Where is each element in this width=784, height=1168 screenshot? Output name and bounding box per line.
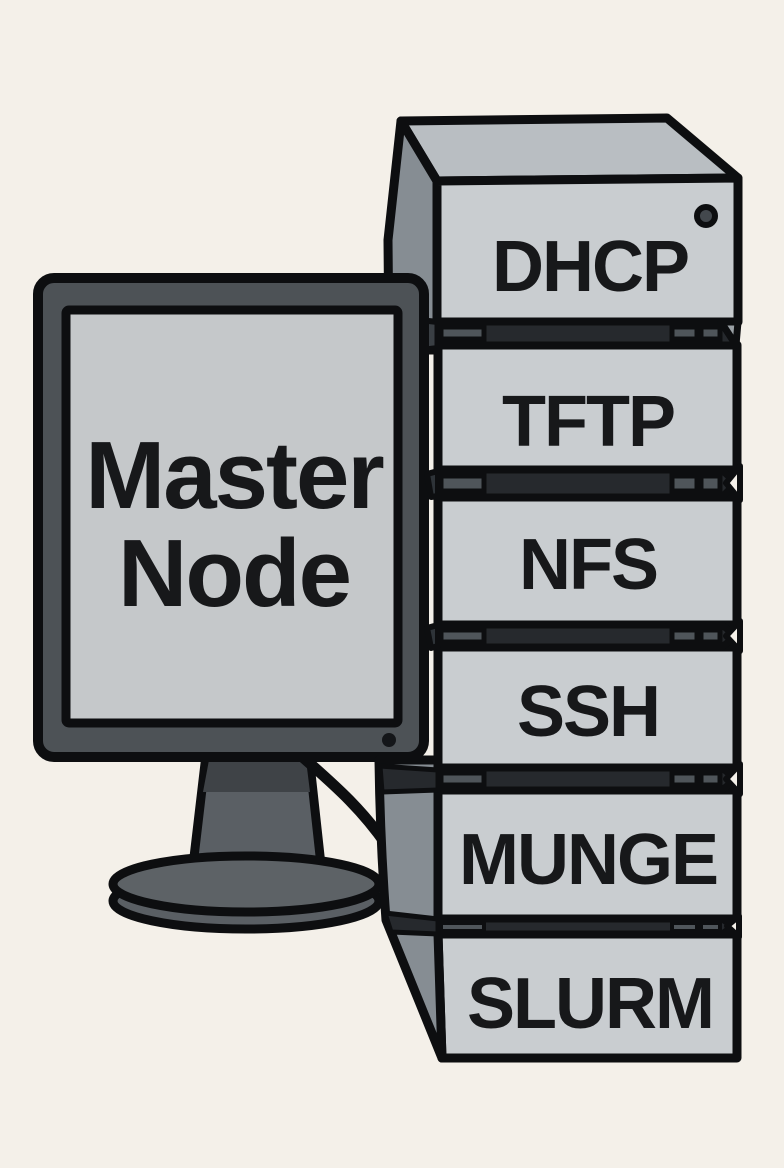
gap1-seg <box>698 324 723 342</box>
stack-gap-5 <box>434 913 742 940</box>
stand-neck-shadow <box>203 760 310 792</box>
monitor-label-line1: Master <box>85 422 383 529</box>
ssh-front-face <box>433 642 742 773</box>
service-box-tftp: TFTP <box>433 340 742 475</box>
gap4-seg <box>669 770 700 788</box>
gap4-seg <box>698 770 723 788</box>
stand-base <box>108 851 384 917</box>
stack-gap-2 <box>434 463 743 503</box>
gap4-seg <box>438 770 487 788</box>
dhcp-status-led-icon <box>694 204 718 228</box>
power-led-icon <box>382 733 396 747</box>
nfs-front-face <box>433 492 742 630</box>
monitor-screen <box>61 305 403 728</box>
nfs-label: NFS <box>519 525 657 605</box>
gap3-notch <box>723 618 743 654</box>
service-box-ssh: SSH <box>433 642 742 773</box>
slurm-label: SLURM <box>467 964 713 1044</box>
gap1-seg <box>669 324 700 342</box>
tftp-label: TFTP <box>502 382 674 462</box>
gap3-seg <box>698 627 723 645</box>
gap4-notch <box>723 761 743 797</box>
stack-gap-1 <box>397 315 742 355</box>
gap2-seg <box>438 473 487 494</box>
wedge-gap4-band <box>377 763 441 795</box>
service-box-munge: MUNGE <box>433 785 742 924</box>
gap1-seg <box>438 324 487 342</box>
gap2-seg <box>669 473 700 494</box>
gap2-elbow <box>424 468 441 500</box>
monitor-label-line2: Node <box>118 520 350 627</box>
gap5-seg <box>699 921 722 933</box>
service-box-nfs: NFS <box>433 492 742 630</box>
gap3-elbow <box>424 622 441 651</box>
service-box-slurm: SLURM <box>433 929 742 1063</box>
gap5-seg <box>670 921 699 933</box>
gap5-notch <box>724 913 742 940</box>
stack-gaps <box>397 315 743 940</box>
master-node-monitor: Master Node <box>33 273 429 762</box>
stack-gap-3 <box>434 618 743 654</box>
gap2-seg <box>698 473 723 494</box>
wedge-gap5-band <box>382 910 441 937</box>
ssh-label: SSH <box>517 672 659 752</box>
stack-gap-4 <box>434 761 743 797</box>
dhcp-label: DHCP <box>492 227 688 307</box>
gap3-seg <box>438 627 487 645</box>
stack-side-wedge <box>374 755 447 1063</box>
gap5-seg <box>439 921 486 933</box>
munge-label: MUNGE <box>459 820 717 900</box>
stack-left-notches <box>424 468 441 651</box>
monitor-stand <box>108 750 384 934</box>
gap3-seg <box>669 627 700 645</box>
gap2-notch <box>723 463 743 503</box>
service-box-dhcp: DHCP <box>383 113 743 355</box>
service-stack: DHCP TFTP NFS SSH MUNGE SLURM <box>383 113 743 1063</box>
gap1-side-triangle <box>717 318 742 349</box>
